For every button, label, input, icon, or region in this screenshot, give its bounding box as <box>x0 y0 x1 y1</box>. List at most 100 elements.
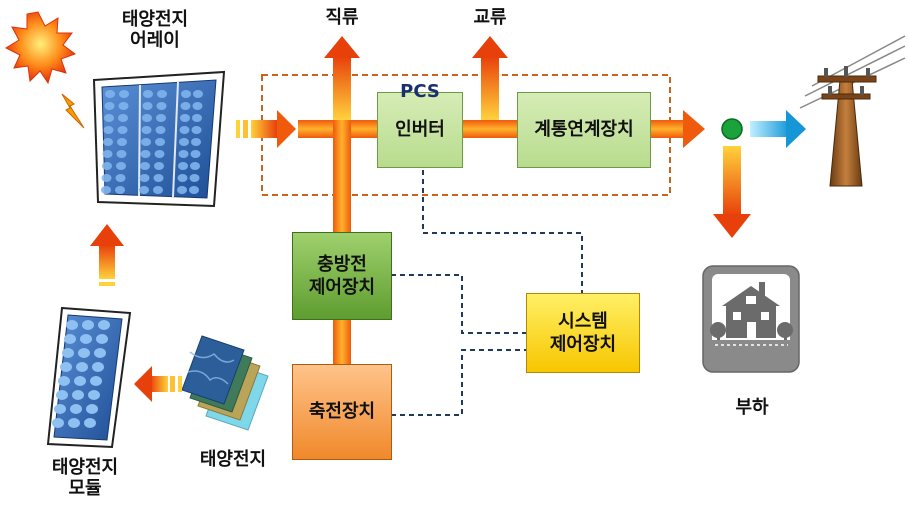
pv-array-cell <box>115 174 126 182</box>
load-arrow <box>713 146 751 238</box>
pv-module-cell <box>94 348 106 358</box>
pv-array-label: 태양전지 어레이 <box>121 9 189 51</box>
pv-array-cell <box>104 102 115 110</box>
house-icon <box>702 265 800 373</box>
pv-array-cell <box>155 138 165 146</box>
pv-array-cell <box>154 150 165 158</box>
pv-array-cell <box>140 162 150 170</box>
pv-array-cell <box>189 174 200 182</box>
pv-array-cell <box>155 126 166 134</box>
pv-array-cell <box>104 114 114 122</box>
pv-array-cell <box>141 138 151 146</box>
pv-array-cell <box>102 162 112 170</box>
charge-control-box: 충방전 제어장치 <box>292 232 392 320</box>
ac-arrow <box>472 36 508 120</box>
pv-array-cell <box>142 102 153 110</box>
module-to-array-arrow <box>90 224 124 286</box>
pv-array-cell <box>179 126 190 134</box>
pv-module-cell <box>58 376 70 386</box>
utility-pole-icon <box>799 35 906 187</box>
pv-array-cell <box>139 174 150 182</box>
pv-array-cell <box>153 174 164 182</box>
pv-array-cell <box>191 138 201 146</box>
pv-array-cell <box>177 186 187 194</box>
pv-array-cell <box>191 126 202 134</box>
pv-module-cell <box>68 418 80 428</box>
pv-module-cell <box>78 348 90 358</box>
system-control-box: 시스템 제어장치 <box>526 293 640 373</box>
inverter-box: 인버터 <box>377 92 463 168</box>
pv-array-cell <box>116 162 126 170</box>
pv-array-cell <box>157 90 167 98</box>
array-output-arrow <box>236 110 296 148</box>
pv-module-cell <box>60 362 72 372</box>
pv-module-cell <box>66 320 78 330</box>
grid-connection-box: 계통연계장치 <box>517 92 651 168</box>
pv-array-cell <box>177 174 188 182</box>
pv-array-cell <box>189 186 199 194</box>
pv-module-cell <box>72 390 84 400</box>
pv-array-cell <box>140 150 151 158</box>
pv-array-cell <box>192 102 203 110</box>
pv-array-cell <box>143 90 153 98</box>
grid-output-arrow <box>750 110 806 148</box>
pv-array-cell <box>117 138 127 146</box>
pv-array-cell <box>154 162 164 170</box>
pv-module-cell <box>88 390 100 400</box>
sun-icon <box>4 11 85 129</box>
pv-array-cell <box>190 150 201 158</box>
pv-array-cell <box>192 114 202 122</box>
pcs-label: PCS <box>400 81 440 102</box>
pv-module-cell <box>86 404 98 414</box>
pv-array-cell <box>181 90 191 98</box>
ac-label: 교류 <box>473 7 507 28</box>
pv-array-cell <box>193 90 203 98</box>
pv-module-cell <box>80 334 92 344</box>
pv-array-cell <box>117 126 128 134</box>
pv-module-cell <box>82 320 94 330</box>
main-power-flow <box>298 110 705 148</box>
grid-node-icon <box>721 118 743 140</box>
storage-box: 축전장치 <box>292 364 392 460</box>
dc-label: 직류 <box>325 7 359 28</box>
pv-array-cell <box>190 162 200 170</box>
pv-module-cell <box>92 362 104 372</box>
pv-array-cell <box>178 162 188 170</box>
pv-module-cell <box>90 376 102 386</box>
pv-module-label: 태양전지 모듈 <box>51 457 119 499</box>
pv-module-cell <box>96 334 108 344</box>
pv-module-cell <box>64 334 76 344</box>
pv-array-cell <box>103 126 114 134</box>
pv-array-cell <box>141 126 152 134</box>
solar-cell-icon <box>181 335 269 431</box>
pv-module-cell <box>84 418 96 428</box>
pv-array-cell <box>118 114 128 122</box>
dc-arrow <box>324 36 360 120</box>
pv-array-cell <box>102 150 113 158</box>
control-lines <box>391 170 583 416</box>
pv-module-cell <box>70 404 82 414</box>
pv-module-cell <box>54 404 66 414</box>
pv-array-cell <box>105 90 115 98</box>
pv-array-cell <box>139 186 149 194</box>
pv-array-cell <box>118 102 129 110</box>
solar-module-icon <box>46 306 132 449</box>
pv-array-cell <box>101 174 112 182</box>
pv-module-cell <box>56 390 68 400</box>
pv-cell-label: 태양전지 <box>199 449 267 470</box>
pv-array-cell <box>103 138 113 146</box>
pv-array-cell <box>115 186 125 194</box>
load-label: 부하 <box>735 397 769 418</box>
cell-to-module-arrow <box>134 366 182 402</box>
pv-module-cell <box>74 376 86 386</box>
pv-array-cell <box>142 114 152 122</box>
pv-module-cell <box>52 418 64 428</box>
pv-array-cell <box>156 114 166 122</box>
pv-array-cell <box>178 150 189 158</box>
pv-array-cell <box>116 150 127 158</box>
pv-array-cell <box>180 114 190 122</box>
pv-array-cell <box>179 138 189 146</box>
solar-array-icon <box>92 70 226 208</box>
pv-module-cell <box>98 320 110 330</box>
